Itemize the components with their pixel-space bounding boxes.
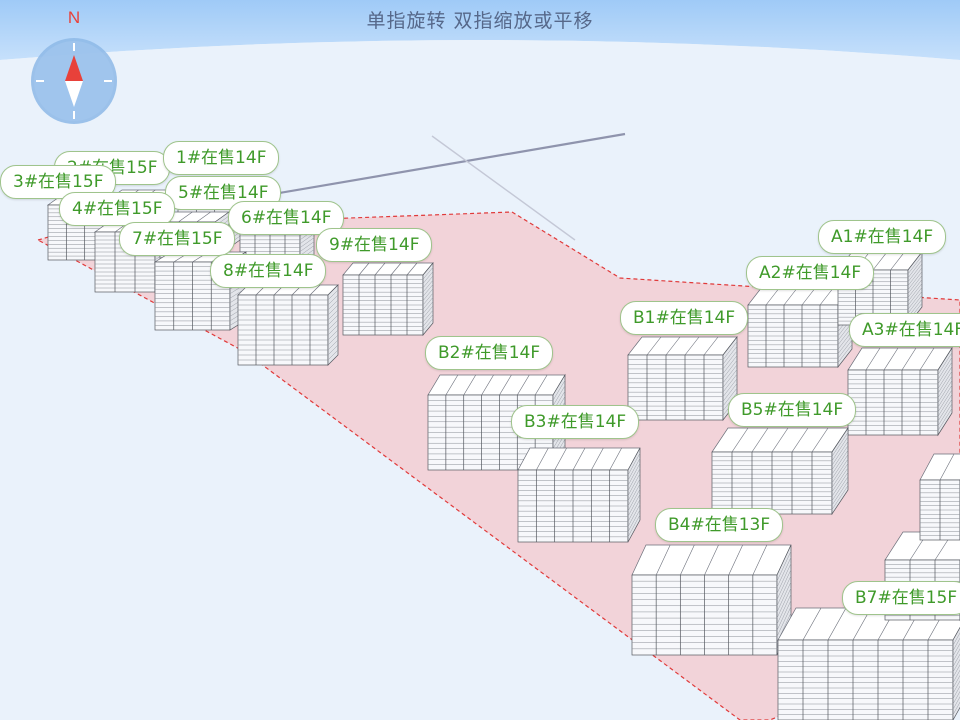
building-label-5[interactable]: 5#在售14F (165, 176, 282, 210)
buildings-layer (46, 179, 960, 720)
building-b4[interactable] (631, 544, 792, 656)
compass-control[interactable] (30, 37, 118, 125)
building-label-b4[interactable]: B4#在售13F (655, 508, 784, 542)
building-label-b2[interactable]: B2#在售14F (425, 336, 554, 370)
compass-icon (31, 38, 117, 124)
building-b7[interactable] (777, 607, 960, 720)
building-9[interactable] (342, 262, 434, 336)
building-label-b5[interactable]: B5#在售14F (728, 393, 857, 427)
building-label-b3[interactable]: B3#在售14F (511, 405, 640, 439)
building-a2[interactable] (747, 285, 853, 369)
building-label-1[interactable]: 1#在售14F (163, 141, 280, 175)
building-label-a1[interactable]: A1#在售14F (818, 220, 947, 254)
building-label-b1[interactable]: B1#在售14F (620, 301, 749, 335)
building-label-a3[interactable]: A3#在售14F (849, 313, 960, 347)
building-label-9[interactable]: 9#在售14F (316, 228, 433, 262)
building-label-b7[interactable]: B7#在售15F (842, 581, 960, 615)
building-b5[interactable] (711, 426, 849, 516)
building-label-a2[interactable]: A2#在售14F (746, 256, 875, 290)
building-label-8[interactable]: 8#在售14F (210, 254, 327, 288)
building-label-4[interactable]: 4#在售15F (59, 192, 176, 226)
building-b3[interactable] (517, 447, 641, 543)
building-8[interactable] (237, 284, 339, 366)
roads (249, 132, 626, 241)
building-label-7[interactable]: 7#在售15F (119, 222, 236, 256)
compass-north-label: N (67, 8, 81, 27)
building-b8[interactable] (919, 453, 960, 541)
building-a3[interactable] (847, 346, 953, 437)
building-b1[interactable] (627, 335, 738, 422)
